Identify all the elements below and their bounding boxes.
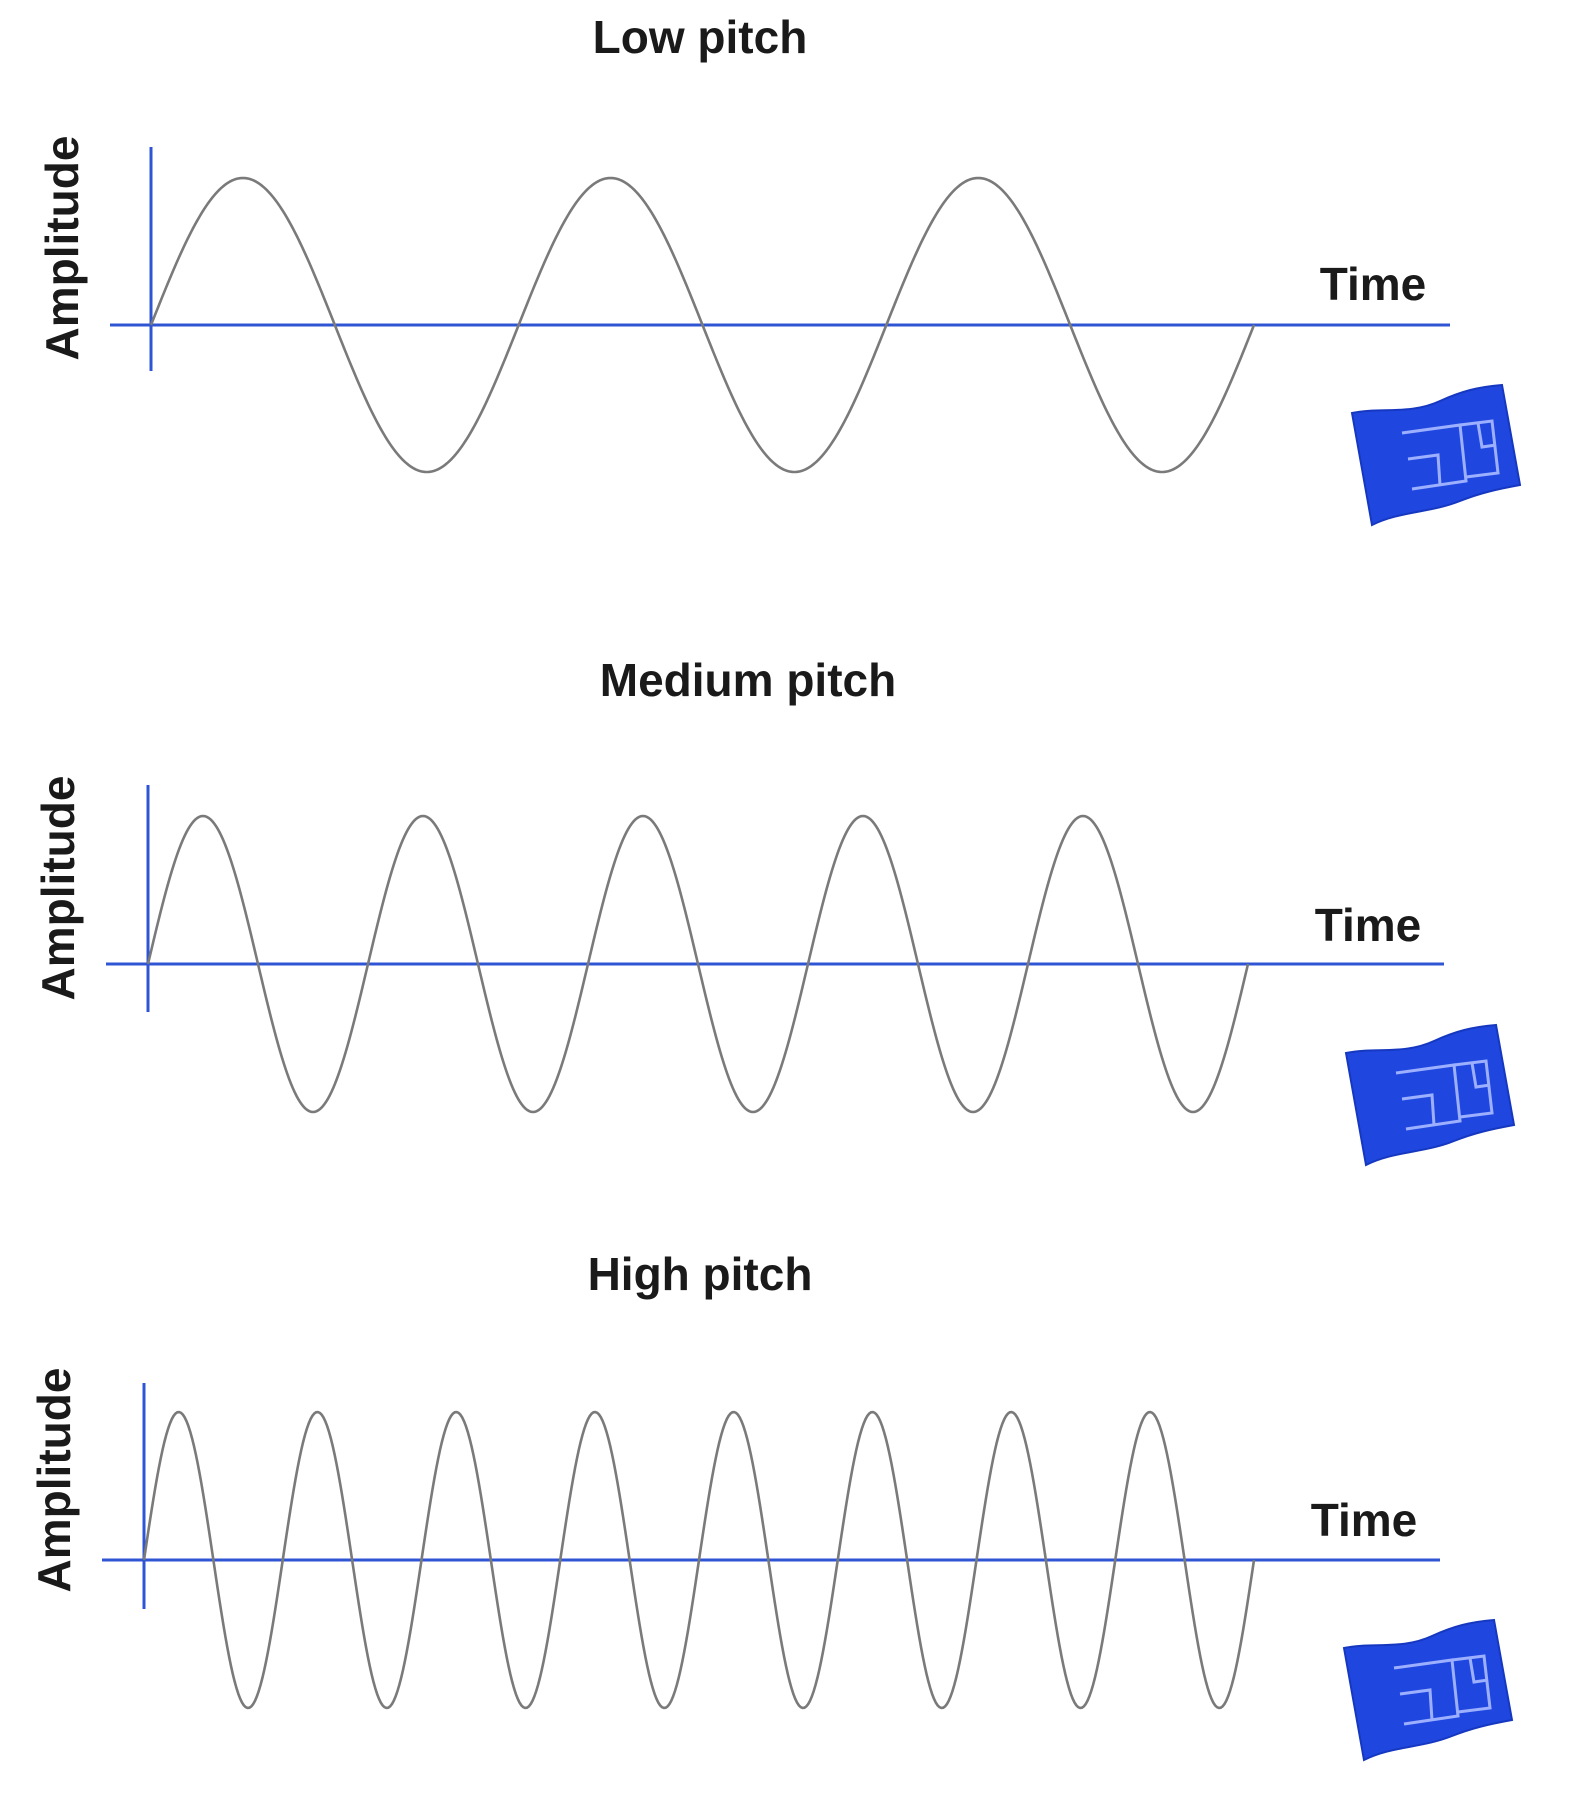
panel-title: Medium pitch <box>600 654 896 706</box>
map-scroll-icon <box>1344 1023 1516 1167</box>
time-label: Time <box>1311 1494 1418 1546</box>
waveform <box>149 176 1256 474</box>
amplitude-label: Amplitude <box>28 1368 80 1593</box>
map-scroll-icon <box>1350 383 1522 527</box>
map-scroll-icon <box>1342 1618 1514 1762</box>
time-label: Time <box>1320 258 1427 310</box>
panel-title: Low pitch <box>593 11 808 63</box>
waveform <box>146 814 1250 1114</box>
waveform <box>142 1410 1256 1710</box>
amplitude-label: Amplitude <box>32 776 84 1001</box>
time-label: Time <box>1315 899 1422 951</box>
panel-low-pitch: Low pitch Amplitude Time <box>36 11 1522 527</box>
panel-title: High pitch <box>588 1248 813 1300</box>
panel-high-pitch: High pitch Amplitude Time <box>28 1248 1514 1762</box>
panel-medium-pitch: Medium pitch Amplitude Time <box>32 654 1516 1167</box>
amplitude-label: Amplitude <box>36 136 88 361</box>
